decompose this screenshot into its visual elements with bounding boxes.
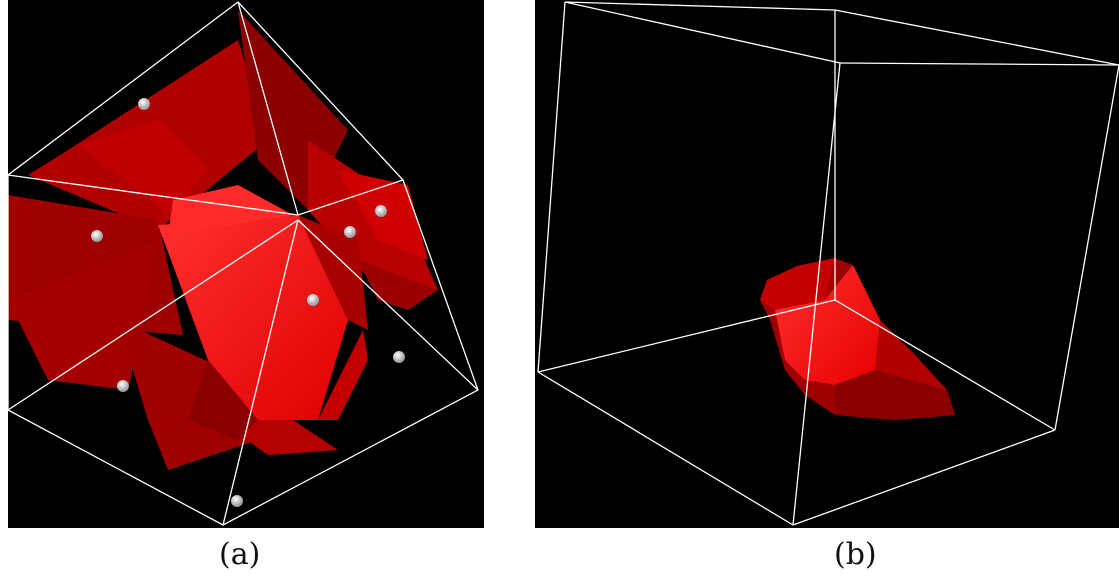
cell-face — [78, 120, 208, 215]
cell-face — [8, 240, 158, 390]
site-sphere — [307, 294, 319, 306]
voronoi-cluster — [8, 10, 438, 470]
site-sphere — [117, 380, 129, 392]
site-sphere — [375, 205, 387, 217]
cell-face — [835, 370, 955, 420]
site-sphere — [231, 495, 243, 507]
sites — [91, 98, 405, 507]
single-voronoi-cell — [760, 258, 955, 420]
panel-a-caption: (a) — [219, 537, 261, 572]
panel-a-render — [8, 0, 484, 528]
cell-face — [168, 185, 293, 235]
cell-face — [188, 360, 258, 440]
site-sphere — [138, 98, 150, 110]
site-sphere — [344, 226, 356, 238]
panel-a-svg — [8, 1, 479, 526]
cell-face — [875, 320, 947, 390]
cell-face-bright — [158, 215, 348, 420]
cell-face — [298, 215, 368, 330]
bounding-box-wireframe — [537, 1, 1119, 526]
panel-b-caption: (b) — [834, 537, 877, 572]
site-sphere — [393, 351, 405, 363]
cell-face-bright — [775, 265, 880, 385]
panel-b-svg — [537, 1, 1119, 526]
site-sphere — [91, 230, 103, 242]
cell-face — [318, 330, 368, 420]
bounding-box-wireframe — [8, 1, 479, 526]
cell-face — [358, 260, 438, 310]
panel-b-render — [535, 0, 1119, 528]
